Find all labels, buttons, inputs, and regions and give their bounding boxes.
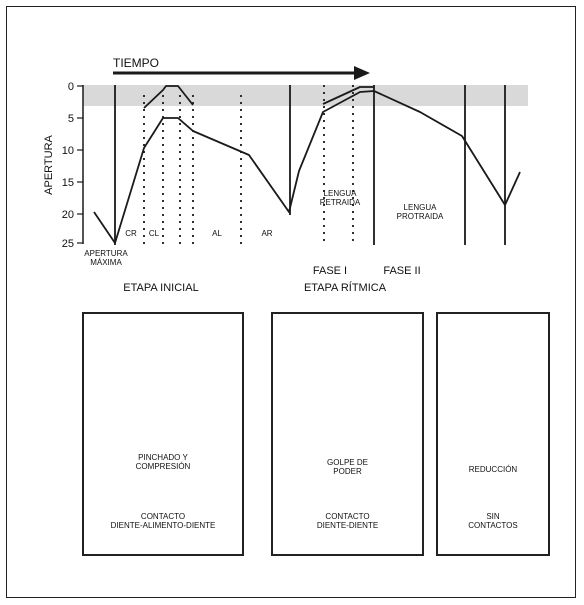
label-apertura-maxima: APERTURA MÁXIMA <box>84 249 128 268</box>
panel-pinchado <box>82 312 244 556</box>
label-fase-1: FASE I <box>312 265 348 277</box>
panel-3-action: REDUCCIÓN <box>468 465 518 474</box>
label-fase-2: FASE II <box>383 265 421 277</box>
panel-3-contact: SIN CONTACTOS <box>468 512 518 531</box>
panel-reduccion <box>436 312 550 556</box>
label-cr: CR <box>125 229 137 238</box>
occlusion-band <box>83 85 528 106</box>
time-label: TIEMPO <box>113 56 159 70</box>
label-cl: CL <box>149 229 160 238</box>
panel-1-action: PINCHADO Y COMPRESIÓN <box>135 453 191 472</box>
trace-upper-rhythmic <box>322 86 374 105</box>
panel-2-action: GOLPE DE PODER <box>327 458 368 477</box>
chewing-trace <box>93 85 521 244</box>
y-axis-ticks <box>77 85 83 244</box>
label-etapa-ritmica: ETAPA RÍTMICA <box>303 282 387 294</box>
panel-2-contact: CONTACTO DIENTE-DIENTE <box>316 512 379 531</box>
y-tick-10: 10 <box>62 145 74 157</box>
label-lengua-protraida: LENGUA PROTRAIDA <box>396 203 444 222</box>
y-tick-20: 20 <box>62 209 74 221</box>
y-tick-25: 25 <box>62 238 74 250</box>
label-etapa-inicial: ETAPA INICIAL <box>123 282 199 294</box>
panel-golpe <box>271 312 424 556</box>
y-tick-0: 0 <box>68 81 74 93</box>
time-arrow <box>113 66 370 80</box>
panel-1-contact: CONTACTO DIENTE-ALIMENTO-DIENTE <box>110 512 216 531</box>
trace-lower <box>93 90 521 244</box>
y-tick-labels: 0 5 10 15 20 25 <box>62 81 74 250</box>
label-ar: AR <box>261 229 272 238</box>
trace-upper <box>143 85 194 109</box>
y-tick-5: 5 <box>68 113 74 125</box>
figure-frame <box>6 6 576 598</box>
solid-phase-lines <box>114 85 506 245</box>
label-al: AL <box>212 229 222 238</box>
y-axis-label: APERTURA <box>43 134 55 194</box>
y-tick-15: 15 <box>62 177 74 189</box>
dotted-phase-lines <box>143 85 354 245</box>
label-lengua-retraida: LENGUA RETRAIDA <box>319 189 361 208</box>
